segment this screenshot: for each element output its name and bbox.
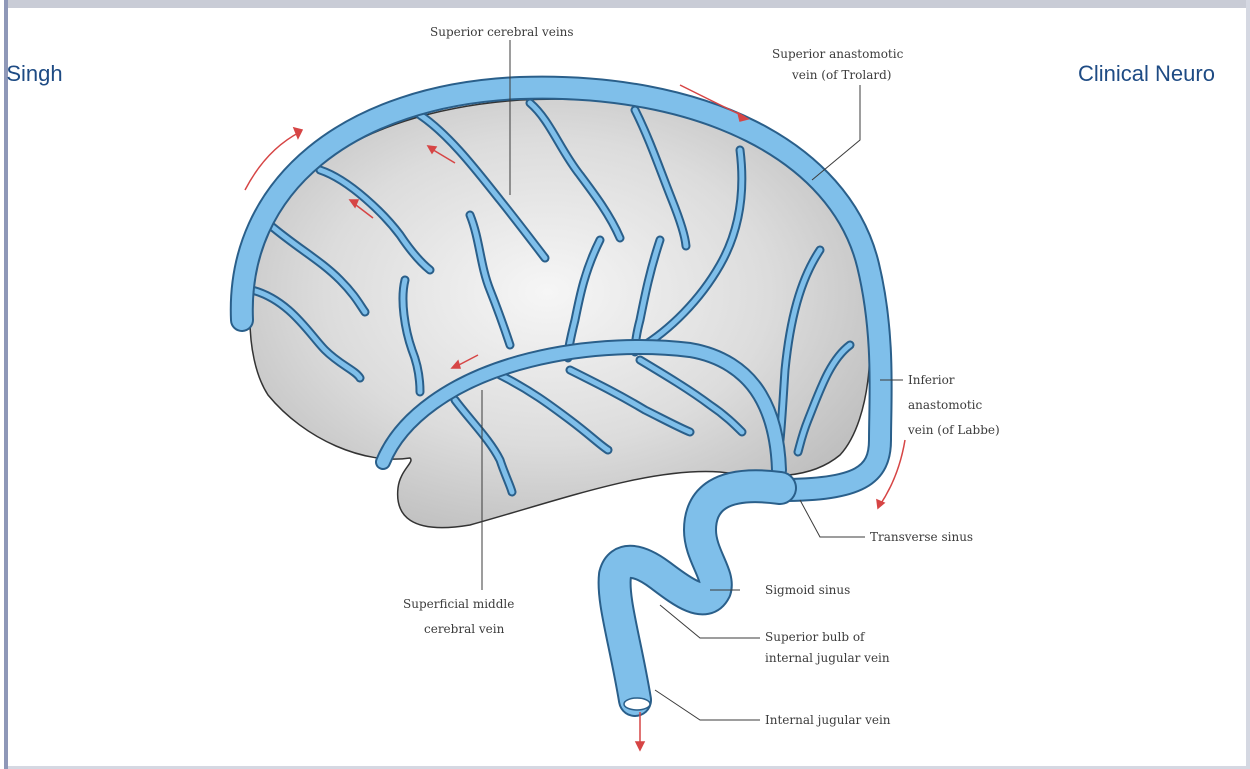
label-transverse-sinus: Transverse sinus: [870, 530, 973, 544]
label-superior-anastomotic-1: Superior anastomotic: [772, 47, 904, 61]
label-superficial-middle-2: cerebral vein: [424, 622, 505, 636]
label-superior-cerebral-veins: Superior cerebral veins: [430, 25, 574, 39]
header-right-text: Clinical Neuro: [1078, 61, 1215, 87]
label-inferior-anastomotic-2: anastomotic: [908, 398, 983, 412]
label-superior-bulb-2: internal jugular vein: [765, 651, 890, 665]
sigmoid-and-jugular: [615, 486, 780, 700]
label-superficial-middle-1: Superficial middle: [403, 597, 514, 611]
label-internal-jugular: Internal jugular vein: [765, 713, 891, 727]
label-superior-anastomotic-2: vein (of Trolard): [791, 68, 891, 82]
label-inferior-anastomotic-3: vein (of Labbe): [907, 423, 1000, 437]
label-inferior-anastomotic-1: Inferior: [908, 373, 955, 387]
label-superior-bulb-1: Superior bulb of: [765, 630, 866, 644]
jugular-end: [624, 698, 650, 710]
label-sigmoid-sinus: Sigmoid sinus: [765, 583, 850, 597]
header-left-text: n Singh: [0, 61, 63, 87]
